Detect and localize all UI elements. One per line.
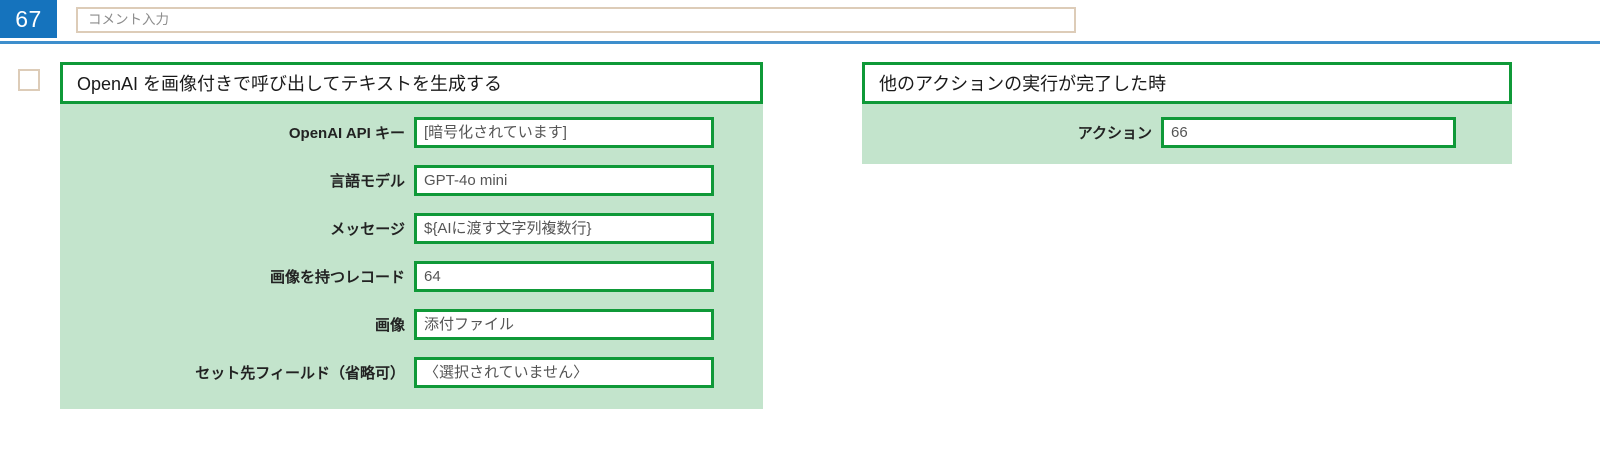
field-input-model[interactable]: GPT-4o mini [414, 165, 714, 196]
comment-input[interactable]: コメント入力 [76, 7, 1076, 33]
row-select-checkbox[interactable] [18, 69, 40, 91]
field-row: 画像を持つレコード 64 [60, 261, 763, 292]
field-label-api-key: OpenAI API キー [288, 125, 405, 142]
field-input-image-record[interactable]: 64 [414, 261, 714, 292]
row-header: 67 コメント入力 [0, 0, 1600, 41]
field-row: セット先フィールド（省略可） 〈選択されていません〉 [60, 357, 763, 388]
field-label-image: 画像 [374, 317, 405, 334]
field-input-message[interactable]: ${AIに渡す文字列複数行} [414, 213, 714, 244]
field-label-model: 言語モデル [329, 173, 405, 190]
trigger-card-title[interactable]: 他のアクションの実行が完了した時 [862, 62, 1512, 104]
field-row: 言語モデル GPT-4o mini [60, 165, 763, 196]
field-label-image-record: 画像を持つレコード [269, 269, 405, 286]
sequence-number-badge: 67 [0, 0, 57, 38]
action-card-body: OpenAI API キー [暗号化されています] 言語モデル GPT-4o m… [60, 104, 763, 409]
field-row: メッセージ ${AIに渡す文字列複数行} [60, 213, 763, 244]
field-label-message: メッセージ [330, 221, 405, 238]
field-row: 画像 添付ファイル [60, 309, 763, 340]
field-input-target-field[interactable]: 〈選択されていません〉 [414, 357, 714, 388]
action-card-openai: OpenAI を画像付きで呼び出してテキストを生成する OpenAI API キ… [60, 62, 763, 409]
field-label-target-field: セット先フィールド（省略可） [195, 365, 405, 382]
header-divider [0, 41, 1600, 44]
field-input-api-key[interactable]: [暗号化されています] [414, 117, 714, 148]
field-row: OpenAI API キー [暗号化されています] [60, 117, 763, 148]
field-label-action: アクション [1077, 125, 1152, 142]
field-input-action[interactable]: 66 [1161, 117, 1456, 148]
action-card-title[interactable]: OpenAI を画像付きで呼び出してテキストを生成する [60, 62, 763, 104]
trigger-card-body: アクション 66 [862, 104, 1512, 164]
field-input-image[interactable]: 添付ファイル [414, 309, 714, 340]
field-row: アクション 66 [862, 117, 1512, 148]
trigger-card: 他のアクションの実行が完了した時 アクション 66 [862, 62, 1512, 164]
